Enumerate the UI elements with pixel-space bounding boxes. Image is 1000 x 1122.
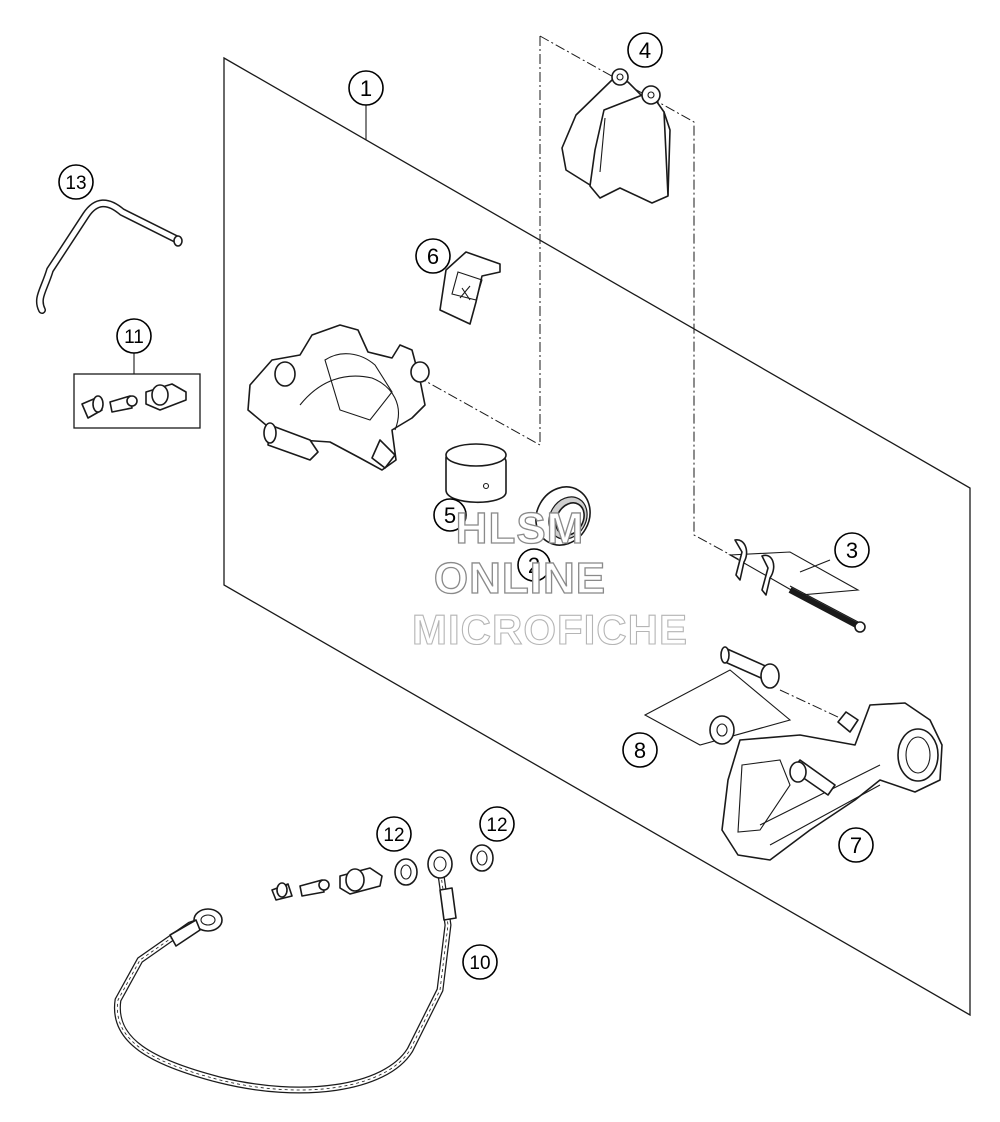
callout-13[interactable]: 13 xyxy=(58,164,94,200)
callout-5[interactable]: 5 xyxy=(433,498,467,532)
banjo-bolt-fittings[interactable] xyxy=(271,867,383,901)
callout-12-right-label: 12 xyxy=(486,815,507,836)
callout-2[interactable]: 2 xyxy=(517,548,551,582)
callout-1-label: 1 xyxy=(360,76,372,101)
brake-hose[interactable] xyxy=(113,849,457,1094)
callout-10-label: 10 xyxy=(469,953,490,974)
seal-ring[interactable] xyxy=(525,477,600,555)
callout-1[interactable]: 1 xyxy=(348,70,384,106)
washer-1[interactable] xyxy=(394,858,418,886)
brake-pads[interactable] xyxy=(561,68,671,204)
callout-5-label: 5 xyxy=(444,503,456,528)
pad-spring[interactable] xyxy=(439,251,501,325)
callout-4[interactable]: 4 xyxy=(627,32,663,68)
callout-6-label: 6 xyxy=(427,244,439,269)
washer-2[interactable] xyxy=(470,844,494,872)
callout-7[interactable]: 7 xyxy=(838,827,874,863)
leader-3 xyxy=(799,559,831,573)
callout-3-label: 3 xyxy=(846,538,858,563)
caliper-carrier[interactable] xyxy=(721,689,943,861)
callout-8-label: 8 xyxy=(634,738,646,763)
callout-3[interactable]: 3 xyxy=(834,532,870,568)
bushings[interactable] xyxy=(643,646,792,746)
assembly-frame xyxy=(223,56,971,1017)
callout-4-label: 4 xyxy=(639,38,651,63)
callout-11-label: 11 xyxy=(124,327,144,348)
brake-pad-leader xyxy=(419,36,541,446)
callout-6[interactable]: 6 xyxy=(415,238,451,274)
vent-hose[interactable] xyxy=(35,199,183,314)
callout-12-left-label: 12 xyxy=(383,825,404,846)
callout-8[interactable]: 8 xyxy=(622,732,658,768)
pin-and-clips[interactable] xyxy=(728,539,866,633)
callout-11[interactable]: 11 xyxy=(116,318,152,354)
brake-pad-leader-right xyxy=(539,35,741,561)
brake-caliper[interactable] xyxy=(247,324,430,471)
piston[interactable] xyxy=(445,443,507,504)
callout-10[interactable]: 10 xyxy=(462,944,498,980)
callout-7-label: 7 xyxy=(850,833,862,858)
callout-12-left[interactable]: 12 xyxy=(376,816,412,852)
callout-12-right[interactable]: 12 xyxy=(479,806,515,842)
callout-2-label: 2 xyxy=(528,553,540,578)
callout-13-label: 13 xyxy=(65,173,86,194)
bleeder-kit[interactable] xyxy=(73,373,201,429)
